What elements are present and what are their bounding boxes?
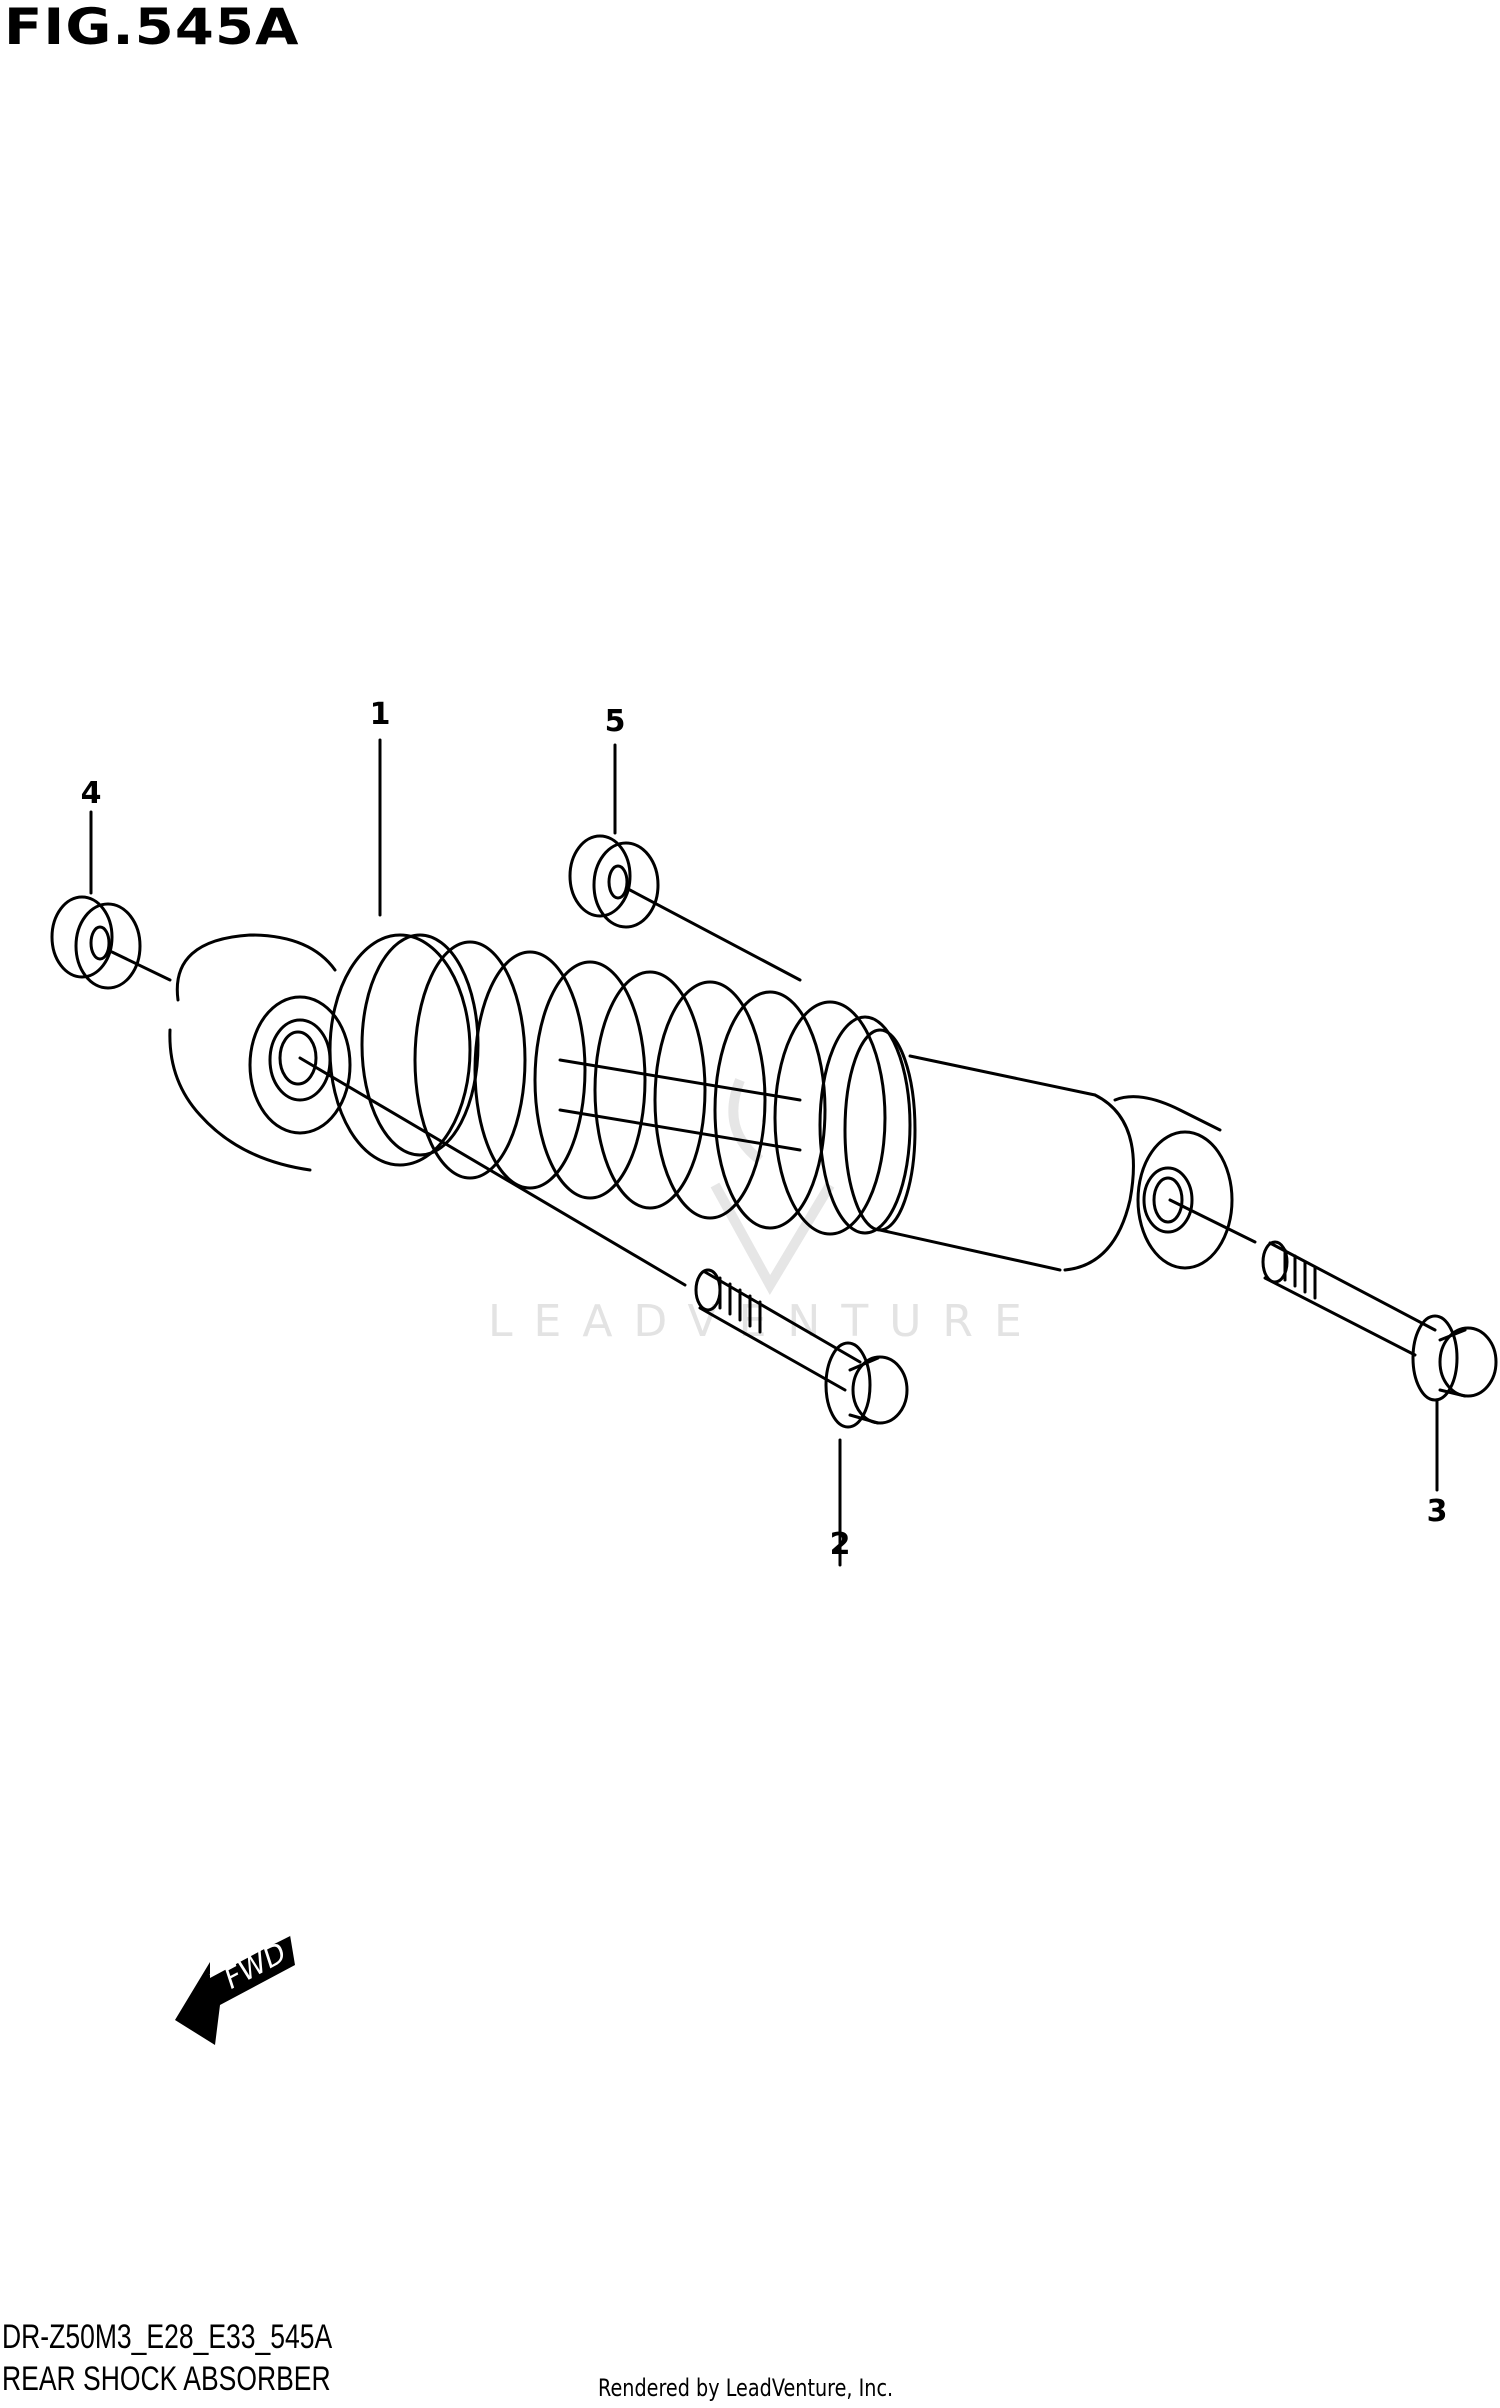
callout-2[interactable]: 2	[829, 1527, 851, 1562]
callout-3[interactable]: 3	[1426, 1494, 1448, 1529]
flange-nut-icon	[568, 834, 802, 982]
forward-arrow-icon	[175, 1934, 295, 2045]
render-credit: Rendered by LeadVenture, Inc.	[598, 2374, 894, 2402]
figure-title: FIG.545A	[4, 0, 300, 56]
diagram-code: DR-Z50M3_E28_E33_545A	[2, 2318, 333, 2356]
watermark-text: LEADVENTURE	[488, 1296, 1043, 1347]
callout-1[interactable]: 1	[369, 697, 391, 732]
callout-4[interactable]: 4	[80, 776, 102, 811]
diagram-name: REAR SHOCK ABSORBER	[2, 2360, 331, 2398]
leader-lines	[89, 738, 1439, 1567]
bolt-icon	[1168, 1198, 1498, 1402]
bolt-icon	[298, 1056, 909, 1429]
flange-nut-icon	[50, 895, 172, 990]
callout-5[interactable]: 5	[604, 704, 626, 739]
shock-absorber-icon	[168, 933, 1234, 1272]
